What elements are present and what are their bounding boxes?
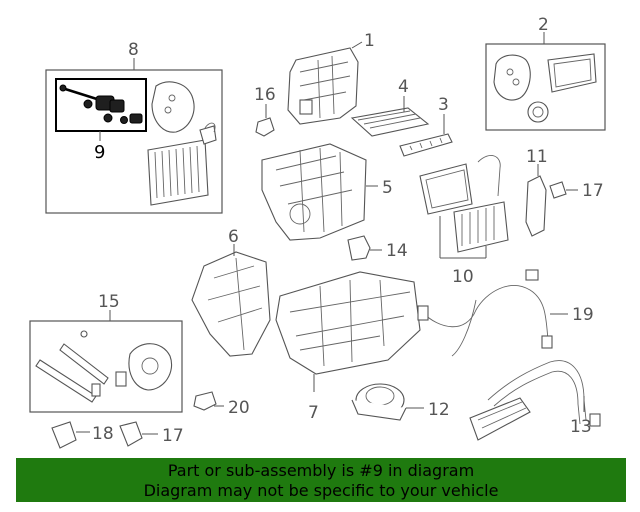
banner-line-2: Diagram may not be specific to your vehi… bbox=[143, 481, 499, 500]
callout-5[interactable]: 5 bbox=[382, 178, 393, 198]
part-17-clip-upper bbox=[549, 181, 567, 199]
callout-13[interactable]: 13 bbox=[570, 417, 592, 437]
callout-17-lower[interactable]: 17 bbox=[162, 426, 184, 446]
evaporator-core bbox=[147, 122, 217, 206]
callout-3[interactable]: 3 bbox=[438, 95, 449, 115]
part-6-duct bbox=[191, 251, 271, 357]
callout-7[interactable]: 7 bbox=[308, 403, 319, 423]
evaporator-seal bbox=[151, 81, 195, 133]
part-14-actuator bbox=[347, 235, 371, 261]
callout-20[interactable]: 20 bbox=[228, 398, 250, 418]
part-16-sensor bbox=[255, 117, 275, 137]
part-9-expansion-valve[interactable] bbox=[59, 84, 143, 124]
part-19-wiring-harness bbox=[417, 269, 553, 357]
part-12-blower-motor bbox=[351, 383, 407, 421]
part-13-ac-lines bbox=[469, 360, 601, 441]
part-2-components bbox=[493, 53, 597, 123]
callout-1[interactable]: 1 bbox=[364, 31, 375, 51]
callout-14[interactable]: 14 bbox=[386, 241, 408, 261]
info-banner: Part or sub-assembly is #9 in diagram Di… bbox=[16, 458, 626, 502]
part-18-clip bbox=[51, 421, 77, 449]
group-15-box bbox=[29, 320, 183, 413]
callout-12[interactable]: 12 bbox=[428, 400, 450, 420]
callout-4[interactable]: 4 bbox=[398, 77, 409, 97]
callout-10[interactable]: 10 bbox=[452, 267, 474, 287]
part-1-upper-case bbox=[287, 47, 359, 125]
part-9-highlight-box[interactable] bbox=[55, 78, 147, 132]
callout-18[interactable]: 18 bbox=[92, 424, 114, 444]
part-15-actuator-kit bbox=[35, 330, 172, 403]
callout-16[interactable]: 16 bbox=[254, 85, 276, 105]
callout-9[interactable]: 9 bbox=[94, 142, 105, 163]
callout-15[interactable]: 15 bbox=[98, 292, 120, 312]
parts-diagram: 8 9 1 2 bbox=[29, 15, 606, 449]
part-3-seal bbox=[399, 133, 453, 157]
part-20-sensor bbox=[193, 391, 217, 411]
banner-line-1: Part or sub-assembly is #9 in diagram bbox=[167, 461, 475, 480]
part-7-lower-case bbox=[275, 271, 421, 375]
callout-19[interactable]: 19 bbox=[572, 305, 594, 325]
callout-6[interactable]: 6 bbox=[228, 227, 239, 247]
part-5-heater-case bbox=[261, 143, 367, 241]
callout-2[interactable]: 2 bbox=[538, 15, 549, 35]
callout-8[interactable]: 8 bbox=[128, 40, 139, 60]
part-10-heater-core bbox=[419, 155, 509, 253]
part-4-cabin-filter bbox=[350, 107, 430, 137]
callout-17-upper[interactable]: 17 bbox=[582, 181, 604, 201]
part-11-bracket bbox=[525, 175, 547, 237]
group-2-box bbox=[485, 43, 606, 131]
callout-11[interactable]: 11 bbox=[526, 147, 548, 167]
part-17-clip-lower bbox=[119, 421, 143, 447]
